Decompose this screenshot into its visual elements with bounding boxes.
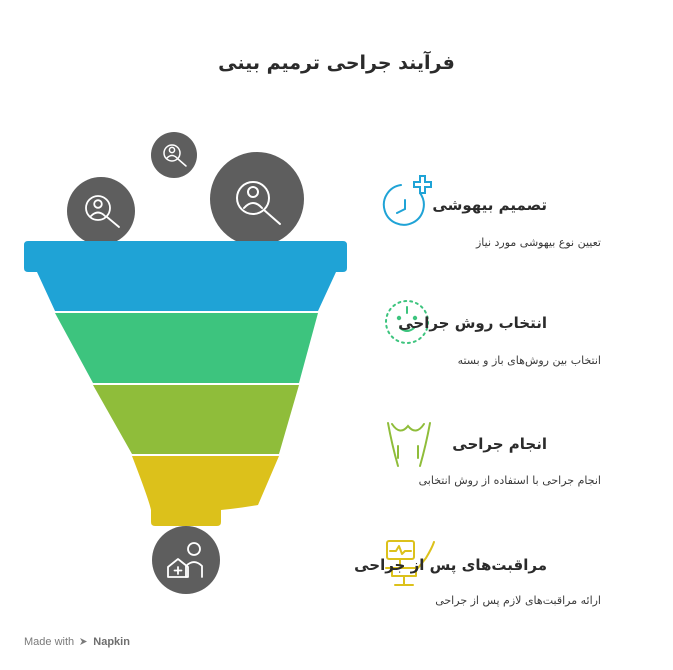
step-3-description: انجام جراحی با استفاده از روش انتخابی [418,474,601,487]
input-circle-large [210,152,304,246]
funnel-layer-2 [55,313,318,383]
house-medical-person-icon [167,542,203,578]
step-1-description: تعیین نوع بیهوشی مورد نیاز [475,236,601,249]
footer-brand: Napkin [93,636,130,648]
input-circle-medium [67,177,135,245]
output-circle [152,526,220,594]
step-4-description: ارائه مراقبت‌های لازم پس از جراحی [435,594,601,607]
monitor-chair-icon [385,540,435,586]
step-4-title: مراقبت‌های پس از جراحی [354,556,547,574]
person-search-icon [236,181,281,225]
funnel-layer-1 [24,241,347,311]
step-3-title: انجام جراحی [452,435,547,453]
face-dots-icon [385,300,429,344]
diagram-title: فرآیند جراحی ترمیم بینی [218,52,455,74]
input-circle-small [151,132,197,178]
step-2-title: انتخاب روش جراحی [398,314,547,332]
footer-made-with: Made with [24,636,75,648]
step-2-description: انتخاب بین روش‌های باز و بسته [457,354,601,367]
person-search-icon [85,195,120,228]
person-search-icon [163,144,187,167]
body-outline-icon [387,422,431,467]
step-1-title: تصمیم بیهوشی [432,196,547,214]
funnel-layer-3 [93,385,299,454]
napkin-logo-icon [79,637,88,646]
footer-watermark: Made with Napkin [24,636,130,648]
clock-plus-icon [382,175,432,226]
funnel-layer-4 [132,456,279,526]
